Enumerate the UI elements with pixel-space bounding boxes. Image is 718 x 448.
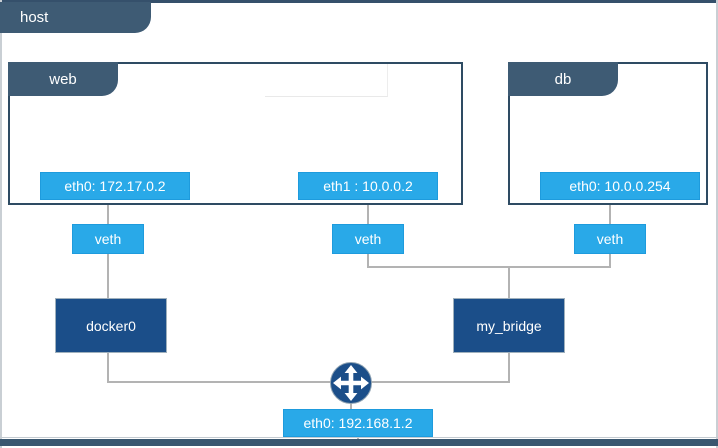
- veth-label: veth: [354, 231, 382, 247]
- white-overlay-box: [265, 64, 388, 97]
- interface-host-eth0-label: eth0: 192.168.1.2: [303, 415, 413, 431]
- interface-db-eth0: eth0: 10.0.0.254: [540, 172, 700, 200]
- router-icon: [329, 361, 373, 405]
- connector-line: [107, 254, 109, 298]
- connector-line: [367, 266, 611, 268]
- bridge-my-bridge-label: my_bridge: [476, 317, 542, 334]
- connector-line: [508, 266, 510, 298]
- connector-line: [609, 200, 611, 226]
- connector-line: [370, 381, 510, 383]
- container-web-label: web: [49, 70, 77, 88]
- host-box-top-border: [0, 0, 718, 3]
- host-box-right-border: [716, 0, 718, 448]
- host-box-bottom-border: [0, 439, 718, 446]
- veth-node-left: veth: [72, 224, 144, 254]
- connector-line: [107, 381, 332, 383]
- interface-web-eth1: eth1 : 10.0.0.2: [298, 172, 438, 200]
- bridge-my-bridge: my_bridge: [453, 298, 565, 353]
- bridge-docker0: docker0: [55, 298, 167, 353]
- connector-line: [107, 353, 109, 383]
- container-db-tab: db: [508, 62, 618, 96]
- container-web-tab: web: [8, 62, 118, 96]
- veth-node-middle: veth: [332, 224, 404, 254]
- connector-line: [367, 254, 369, 268]
- interface-db-eth0-label: eth0: 10.0.0.254: [569, 178, 671, 194]
- host-box-left-border: [0, 0, 2, 448]
- bridge-docker0-label: docker0: [86, 317, 136, 334]
- veth-label: veth: [94, 231, 122, 247]
- veth-node-right: veth: [574, 224, 646, 254]
- interface-host-eth0: eth0: 192.168.1.2: [283, 409, 433, 437]
- connector-line: [609, 254, 611, 268]
- host-tab: host: [0, 2, 151, 33]
- veth-label: veth: [596, 231, 624, 247]
- interface-web-eth0-label: eth0: 172.17.0.2: [64, 178, 166, 194]
- interface-web-eth0: eth0: 172.17.0.2: [40, 172, 190, 200]
- interface-web-eth1-label: eth1 : 10.0.0.2: [323, 178, 413, 194]
- connector-line: [350, 402, 352, 410]
- container-db-label: db: [554, 70, 572, 88]
- host-label: host: [20, 9, 49, 26]
- host-box-bottom-line: [0, 437, 718, 438]
- connector-line: [357, 437, 359, 440]
- connector-line: [107, 200, 109, 226]
- connector-line: [508, 353, 510, 383]
- connector-line: [367, 200, 369, 226]
